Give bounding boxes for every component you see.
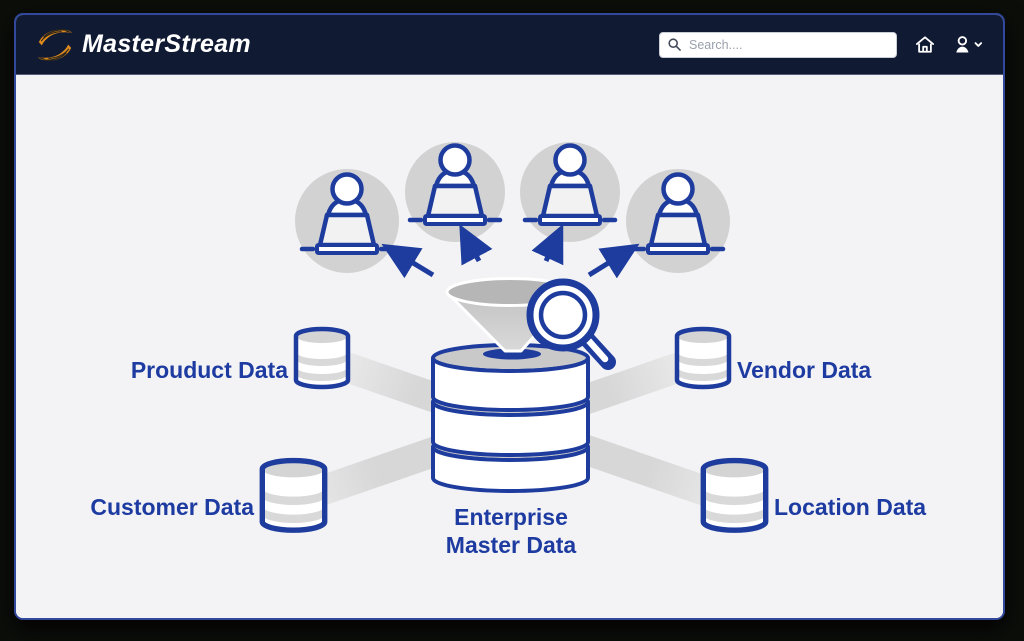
user-avatar — [626, 169, 730, 273]
flow-arrow — [531, 223, 564, 266]
vendor-database-icon — [677, 329, 729, 387]
user-icon — [956, 35, 969, 52]
flow-arrows — [381, 223, 640, 279]
flow-arrow — [381, 243, 435, 279]
location-database-icon — [703, 461, 765, 531]
brand-name: MasterStream — [82, 30, 251, 58]
user-avatar — [295, 169, 399, 273]
account-menu[interactable] — [953, 35, 983, 55]
customer-database-icon — [262, 461, 324, 531]
hub-label: Enterprise Master Data — [411, 503, 611, 559]
magnifier-icon — [526, 278, 616, 370]
search-icon — [668, 38, 681, 51]
chevron-down-icon — [974, 41, 983, 47]
search-input[interactable] — [687, 36, 888, 53]
source-label-location: Location Data — [774, 494, 927, 520]
search-box — [659, 31, 897, 58]
home-icon[interactable] — [915, 35, 935, 54]
brand-logo-icon — [38, 28, 72, 61]
flow-arrow — [587, 243, 640, 279]
master-data-diagram — [16, 142, 1003, 619]
main-canvas: Prouduct Data Vendor Data Customer Data … — [16, 75, 1003, 619]
hub-label-line2: Master Data — [445, 532, 577, 558]
app-header: MasterStream — [16, 15, 1003, 75]
user-avatar — [405, 142, 505, 242]
app-window: MasterStream — [14, 13, 1005, 620]
source-label-vendor: Vendor Data — [737, 357, 872, 383]
hub-label-line1: Enterprise — [454, 504, 568, 530]
enterprise-database-icon — [431, 343, 590, 493]
product-database-icon — [296, 329, 348, 387]
flow-arrow — [459, 224, 493, 266]
header-icons — [915, 35, 983, 55]
brand[interactable]: MasterStream — [36, 26, 251, 64]
source-label-product: Prouduct Data — [130, 357, 288, 383]
source-label-customer: Customer Data — [90, 494, 254, 520]
user-avatar — [520, 142, 620, 242]
